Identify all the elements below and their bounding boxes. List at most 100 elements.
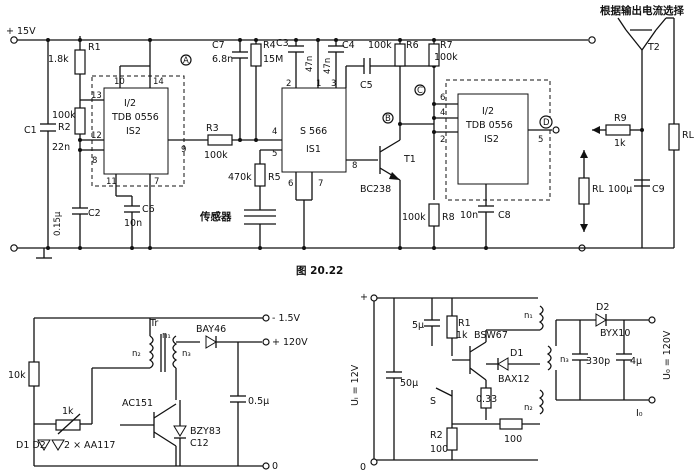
br-coil-n1 xyxy=(538,305,544,331)
sensor-label: 传感器 xyxy=(199,210,232,223)
right-pin-5: 5 xyxy=(538,135,543,145)
bl-pot-label: 1k xyxy=(62,406,74,417)
bl-coil-n2 xyxy=(148,335,154,369)
R2-value: 100k xyxy=(52,110,76,121)
R2-resistor xyxy=(74,107,86,135)
br-D2-type: BYX10 xyxy=(600,328,630,339)
figure-caption: 图 20.22 xyxy=(296,265,343,277)
br-d2-diode xyxy=(595,313,607,327)
br-coil-n3 xyxy=(546,345,552,371)
br-transistor-label: BSW67 xyxy=(474,330,508,341)
R5-value: 470k xyxy=(228,172,252,183)
top-schematic: + 15V C1 22n 1.8k R1 100k R2 C2 xyxy=(6,4,694,277)
R9-resistor xyxy=(605,124,631,136)
br-n2: n₂ xyxy=(524,403,533,413)
bl-n3: n₃ xyxy=(182,349,191,359)
bl-n1: n₁ xyxy=(162,331,171,341)
ic-right-line1: I/2 xyxy=(482,106,494,117)
br-zero: 0 xyxy=(360,462,366,472)
br-R1-value: 1k xyxy=(456,330,468,341)
br-R2-resistor xyxy=(446,427,458,451)
R1-value: 1.8k xyxy=(48,54,69,65)
bl-d1-diode xyxy=(37,439,51,451)
right-pin-4: 4 xyxy=(440,108,445,118)
ic-mid-line2: IS1 xyxy=(306,144,321,155)
pin-13: 13 xyxy=(91,91,102,101)
R8-label: R8 xyxy=(442,212,455,223)
bl-diodes-type: 2 × AA117 xyxy=(64,440,115,451)
C3-label: C3 xyxy=(276,38,289,49)
C2-label: C2 xyxy=(88,208,101,219)
output-current-note: 根据输出电流选择 xyxy=(600,4,684,17)
br-033-resistor xyxy=(480,387,492,409)
R6-value: 100k xyxy=(368,40,392,51)
C8-label: C8 xyxy=(498,210,511,221)
C2-value: 0.15μ xyxy=(53,211,63,236)
R4-value: 15M xyxy=(263,54,283,65)
R7-label: R7 xyxy=(440,40,453,51)
C4-label: C4 xyxy=(342,40,355,51)
C9-value: 100μ xyxy=(608,184,632,195)
ic-left-line1: I/2 xyxy=(124,98,136,109)
R1-resistor xyxy=(74,49,86,75)
pin-12: 12 xyxy=(91,131,102,141)
br-output-voltage: U₀ = 120V xyxy=(662,330,673,380)
RL-left-label: RL xyxy=(592,184,605,195)
T1-label: T1 xyxy=(403,154,416,165)
pin-7: 7 xyxy=(154,177,159,187)
C1-value: 22n xyxy=(52,142,70,153)
pin-9: 9 xyxy=(181,145,186,155)
R6-label: R6 xyxy=(406,40,419,51)
node-D-label: D xyxy=(543,118,550,128)
mid-pin-8: 8 xyxy=(352,161,357,171)
ground-terminal-left xyxy=(10,244,18,252)
R5-label: R5 xyxy=(268,172,281,183)
R3-value: 100k xyxy=(204,150,228,161)
bl-supply-pos: + 120V xyxy=(272,337,308,348)
br-R1-label: R1 xyxy=(458,318,471,329)
supply-terminal-right xyxy=(588,36,596,44)
C6-value: 10n xyxy=(124,218,142,229)
node-A-marker xyxy=(180,54,192,66)
bl-n2: n₂ xyxy=(132,349,141,359)
br-cap-4u: 4μ xyxy=(630,356,642,367)
C9-label: C9 xyxy=(652,184,665,195)
br-cap-5u: 5μ xyxy=(412,320,424,331)
br-n3: n₃ xyxy=(560,355,569,365)
br-cap-50u: 50μ xyxy=(400,378,418,389)
ic-right-enclosure xyxy=(445,79,551,201)
pin-14: 14 xyxy=(153,77,164,87)
supply-terminal xyxy=(10,36,18,44)
bl-transformer-label: Tr xyxy=(149,318,158,329)
mid-pin-4: 4 xyxy=(272,127,277,137)
C5-label: C5 xyxy=(360,80,373,91)
C7-value: 6.8n xyxy=(212,54,233,65)
br-cap-330p: 330p xyxy=(586,356,610,367)
bl-zener xyxy=(173,425,187,437)
br-R2-label: R2 xyxy=(430,430,443,441)
ic-right-line2: TDB 0556 xyxy=(465,120,513,131)
pin-11: 11 xyxy=(106,177,117,187)
ic-right-line3: IS2 xyxy=(484,134,499,145)
mid-pin-3: 3 xyxy=(331,79,336,89)
br-033-value: 0.33 xyxy=(476,394,497,405)
R9-label: R9 xyxy=(614,113,627,124)
br-switch-label: S xyxy=(430,396,436,407)
bl-zener-label: BZY83 xyxy=(190,426,221,437)
br-100-value: 100 xyxy=(504,434,522,445)
R2-label: R2 xyxy=(58,122,71,133)
bl-zero: 0 xyxy=(272,461,278,472)
br-coil-n2 xyxy=(538,389,544,415)
T2-label: T2 xyxy=(647,42,660,53)
RL-left-resistor xyxy=(578,177,590,205)
RL-right-label: RL xyxy=(682,130,694,141)
bl-coil-n3 xyxy=(172,335,178,369)
mid-pin-6: 6 xyxy=(288,179,293,189)
R3-resistor xyxy=(207,134,233,146)
br-output-current: I₀ xyxy=(636,408,643,419)
br-D1-label: D1 xyxy=(510,348,523,359)
ic-mid-line1: S 566 xyxy=(300,126,327,137)
node-B-label: B xyxy=(385,114,391,124)
R1-label: R1 xyxy=(88,42,101,53)
